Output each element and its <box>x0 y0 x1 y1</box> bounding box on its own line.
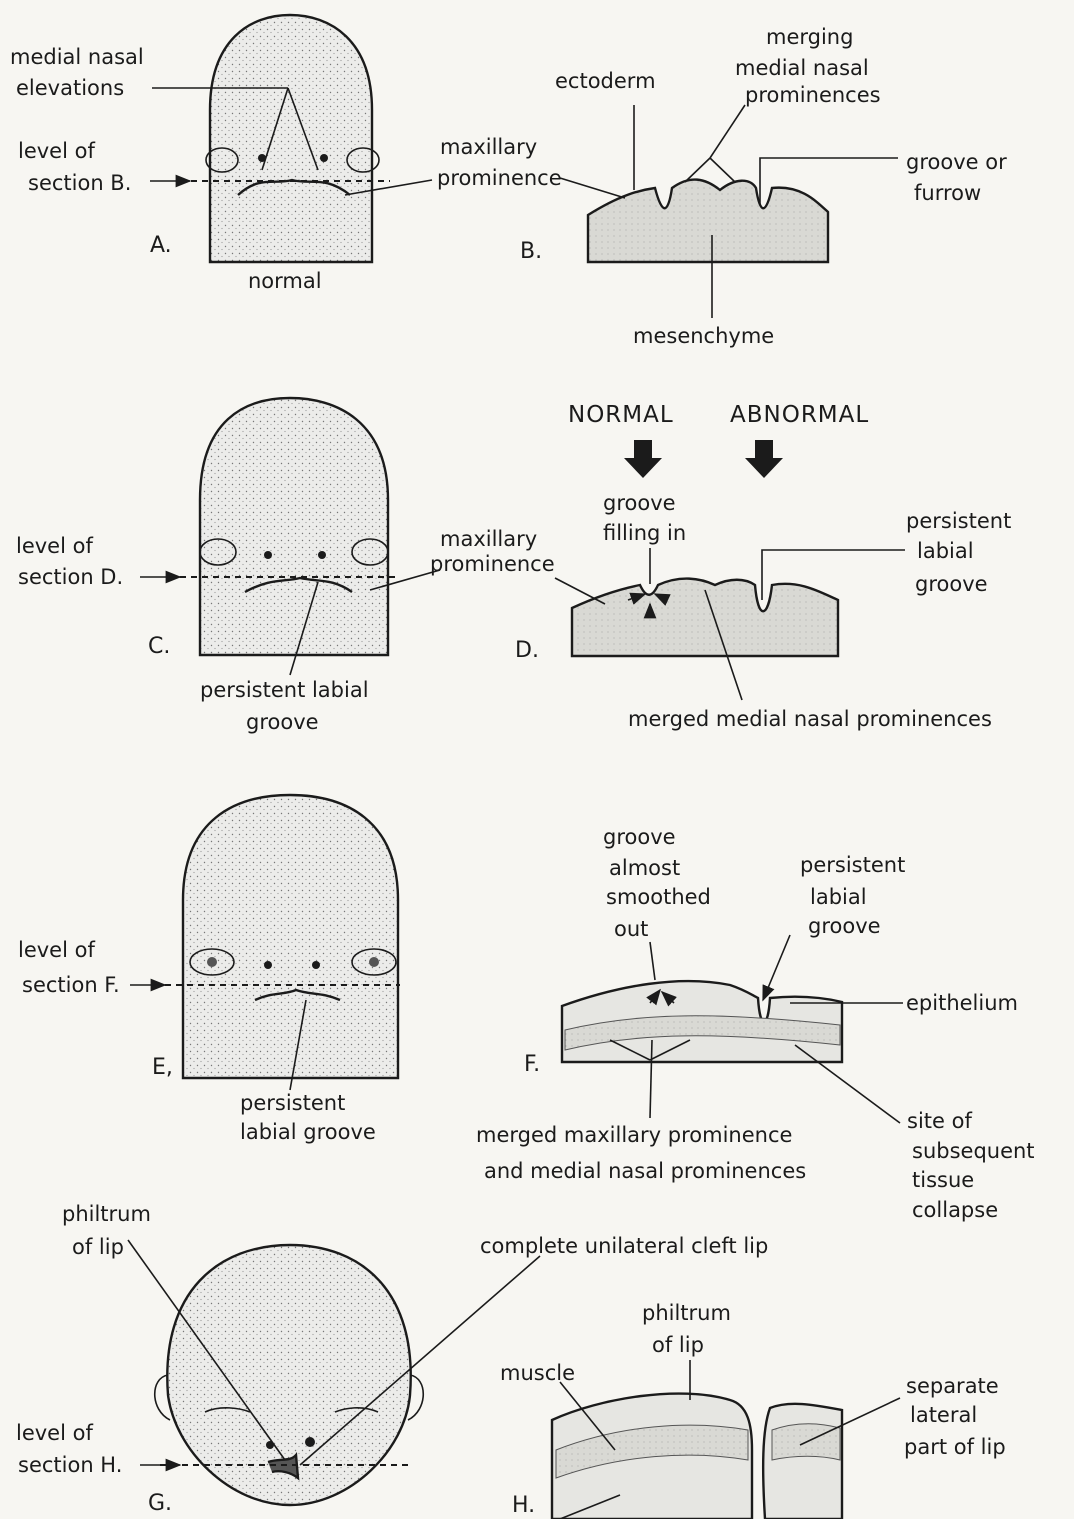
leader-merging-3 <box>710 105 745 158</box>
label-smoothed: smoothed <box>606 885 711 909</box>
label-prominences-1: prominences <box>745 83 881 107</box>
embryo-face-e <box>183 795 398 1078</box>
label-philtrum-2: philtrum <box>642 1301 731 1325</box>
panel-e <box>130 795 400 1090</box>
label-merged-maxillary: merged maxillary prominence <box>476 1123 792 1147</box>
label-subsequent: subsequent <box>912 1139 1035 1163</box>
label-level-of-b: level of <box>18 139 95 163</box>
label-prominence-1: prominence <box>437 166 562 190</box>
panel-b <box>560 105 898 318</box>
label-collapse: collapse <box>912 1198 998 1222</box>
label-lateral: lateral <box>910 1403 977 1427</box>
label-section-h: section H. <box>18 1453 122 1477</box>
section-h-right <box>763 1404 842 1519</box>
panel-letter-c: C. <box>148 634 170 659</box>
label-almost: almost <box>609 856 680 880</box>
label-furrow: furrow <box>914 181 981 205</box>
label-labial-1: labial <box>917 539 974 563</box>
label-maxillary-2: maxillary <box>440 527 537 551</box>
label-section-b: section B. <box>28 171 131 195</box>
leader-merging-2 <box>710 158 735 182</box>
label-level-of-f: level of <box>18 938 95 962</box>
nasal-pit-left-e <box>264 961 272 969</box>
label-elevations: elevations <box>16 76 124 100</box>
label-persistent-labial: persistent labial <box>200 678 369 702</box>
panel-h <box>552 1360 900 1519</box>
label-persistent-3: persistent <box>800 853 905 877</box>
label-groove-3: groove <box>915 572 988 596</box>
label-merged-medial: merged medial nasal prominences <box>628 707 992 731</box>
label-epithelium: epithelium <box>906 991 1018 1015</box>
label-part-of-lip: part of lip <box>904 1435 1006 1459</box>
leader-merging-1 <box>685 158 710 182</box>
label-maxillary-1: maxillary <box>440 135 537 159</box>
label-complete-unilateral: complete unilateral cleft lip <box>480 1234 768 1258</box>
label-groove-2: groove <box>603 491 676 515</box>
label-philtrum-1: philtrum <box>62 1202 151 1226</box>
label-level-of-h: level of <box>16 1421 93 1445</box>
nostril-right-g <box>305 1437 315 1447</box>
label-groove-1: groove <box>246 710 319 734</box>
embryo-face-c <box>200 398 388 655</box>
label-muscle: muscle <box>500 1361 575 1385</box>
arrow-normal <box>624 440 662 478</box>
panel-letter-d: D. <box>515 638 539 663</box>
label-labial-2: labial <box>810 885 867 909</box>
leader-maxillary-b <box>560 178 625 198</box>
label-medial-nasal-2: medial nasal <box>735 56 869 80</box>
label-site-of: site of <box>907 1109 972 1133</box>
label-normal: normal <box>248 269 322 293</box>
embryo-face-a <box>210 15 372 262</box>
leader-site-collapse <box>795 1045 900 1123</box>
panel-letter-e: E, <box>152 1055 173 1080</box>
leader-groove-smoothed <box>650 942 655 980</box>
label-persistent-2: persistent <box>240 1091 345 1115</box>
label-groove-or: groove or <box>906 150 1007 174</box>
pupil-left-e <box>207 957 217 967</box>
leader-persistent-f <box>763 935 790 1000</box>
nasal-pit-right-e <box>312 961 320 969</box>
nasal-pit-left-c <box>264 551 272 559</box>
label-mesenchyme: mesenchyme <box>633 324 774 348</box>
label-groove-5: groove <box>808 914 881 938</box>
label-section-f: section F. <box>22 973 120 997</box>
nasal-pit-right-c <box>318 551 326 559</box>
label-filling-in: filling in <box>603 521 686 545</box>
label-section-d: section D. <box>18 565 123 589</box>
panel-c <box>140 398 440 675</box>
label-labial-groove: labial groove <box>240 1120 376 1144</box>
label-abnormal-caps: ABNORMAL <box>730 402 869 428</box>
panel-letter-f: F. <box>524 1052 540 1077</box>
label-groove-4: groove <box>603 825 676 849</box>
label-of-lip-1: of lip <box>72 1235 124 1259</box>
label-and-medial: and medial nasal prominences <box>484 1159 806 1183</box>
pupil-right-e <box>369 957 379 967</box>
leader-maxillary-d <box>555 578 605 604</box>
panel-letter-a: A. <box>150 233 172 258</box>
panel-d: NORMAL ABNORMAL <box>555 402 905 700</box>
label-ectoderm: ectoderm <box>555 69 656 93</box>
panel-f <box>562 935 903 1123</box>
label-persistent-1: persistent <box>906 509 1011 533</box>
label-separate: separate <box>906 1374 999 1398</box>
label-merging: merging <box>766 25 853 49</box>
label-tissue: tissue <box>912 1168 974 1192</box>
label-normal-caps: NORMAL <box>568 402 674 428</box>
label-of-lip-2: of lip <box>652 1333 704 1357</box>
panel-letter-b: B. <box>520 239 542 264</box>
arrow-abnormal <box>745 440 783 478</box>
nasal-pit-right-a <box>320 154 328 162</box>
panel-letter-g: G. <box>148 1491 172 1516</box>
section-b-body <box>588 180 828 262</box>
label-medial-nasal: medial nasal <box>10 45 144 69</box>
panel-g <box>128 1240 540 1505</box>
label-prominence-2: prominence <box>430 552 555 576</box>
label-out: out <box>614 917 648 941</box>
panel-a <box>150 15 432 262</box>
label-level-of-d: level of <box>16 534 93 558</box>
panel-letter-h: H. <box>512 1493 535 1518</box>
